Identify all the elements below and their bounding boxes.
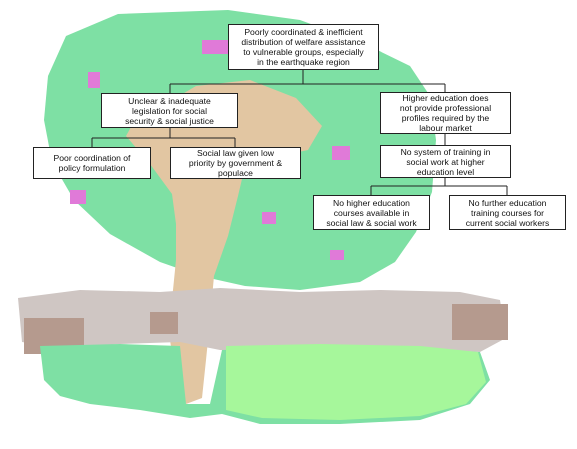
node-root: Poorly coordinated & inefficient distrib… — [228, 24, 379, 70]
pink-patch — [88, 72, 100, 88]
node-training-system: No system of training in social work at … — [380, 145, 511, 178]
node-higher-education: Higher education does not provide profes… — [380, 92, 511, 134]
node-higher-education-text: Higher education does not provide profes… — [399, 93, 492, 133]
node-higher-ed-courses: No higher education courses available in… — [313, 195, 430, 230]
node-higher-ed-courses-text: No higher education courses available in… — [326, 197, 417, 228]
tree-roots-grey — [18, 288, 506, 352]
tree-roots-brown — [452, 304, 508, 340]
node-social-law-priority-text: Social law given low priority by governm… — [188, 148, 283, 178]
node-further-training-text: No further education training courses fo… — [465, 197, 550, 228]
pink-patch — [332, 146, 350, 160]
node-training-system-text: No system of training in social work at … — [400, 146, 491, 177]
node-policy-coordination-text: Poor coordination of policy formulation — [53, 153, 131, 173]
node-root-text: Poorly coordinated & inefficient distrib… — [241, 27, 366, 67]
node-social-law-priority: Social law given low priority by governm… — [170, 147, 301, 179]
node-legislation: Unclear & inadequate legislation for soc… — [101, 93, 238, 128]
tree-ground-light — [226, 344, 486, 420]
pink-patch — [330, 250, 344, 260]
node-legislation-text: Unclear & inadequate legislation for soc… — [125, 95, 214, 126]
pink-patch — [262, 212, 276, 224]
node-further-training: No further education training courses fo… — [449, 195, 566, 230]
pink-patch — [202, 40, 228, 54]
tree-roots-brown — [150, 312, 178, 334]
node-policy-coordination: Poor coordination of policy formulation — [33, 147, 151, 179]
pink-patch — [70, 190, 86, 204]
